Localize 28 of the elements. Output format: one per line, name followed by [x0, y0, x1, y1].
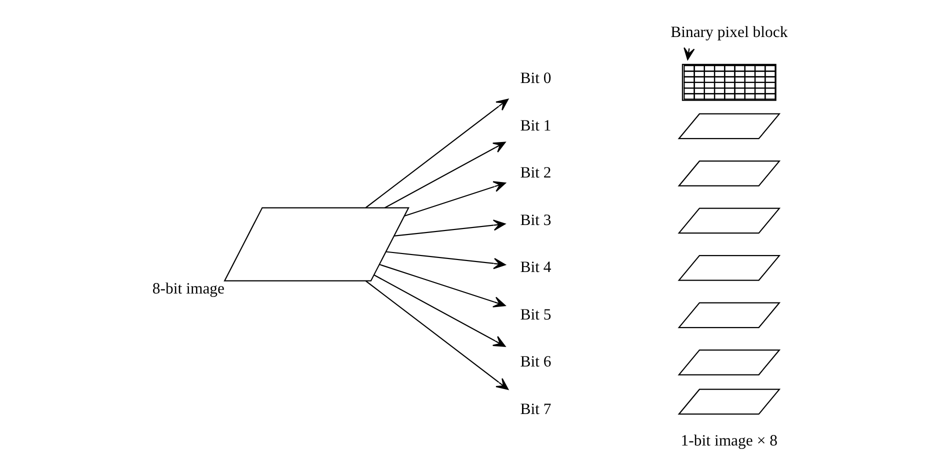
arrow: [394, 220, 506, 237]
node-parallelogram: [678, 255, 781, 281]
node-text: Bit 5: [520, 306, 552, 324]
node-text: Bit 7: [520, 400, 552, 418]
arrow: [386, 251, 506, 270]
label: 1-bit image × 8: [680, 432, 778, 450]
node-text: Bit 4: [520, 259, 552, 276]
arrow: [384, 142, 506, 208]
node-text: Bit 1: [520, 117, 552, 134]
arrow: [379, 264, 506, 308]
node-label: 8-bit image: [152, 280, 225, 298]
node-text: Bit 3: [520, 212, 552, 229]
node-parallelogram: [678, 302, 781, 328]
arrow: [366, 98, 509, 208]
arrow: [374, 274, 506, 347]
node-text: Bit 2: [520, 164, 552, 182]
arrow: [404, 181, 506, 217]
node-text: Binary pixel block: [670, 24, 788, 42]
arrow: [366, 280, 509, 390]
node-parallelogram: [678, 113, 781, 140]
node-parallelogram: [678, 349, 781, 376]
node-parallelogram: [224, 207, 410, 282]
node-text: Bit 6: [520, 354, 552, 371]
node-text: Bit 0: [520, 70, 552, 88]
node-parallelogram: [678, 208, 781, 234]
node-parallelogram: [678, 160, 781, 186]
arrow: [684, 47, 695, 60]
node-parallelogram: [678, 388, 781, 415]
